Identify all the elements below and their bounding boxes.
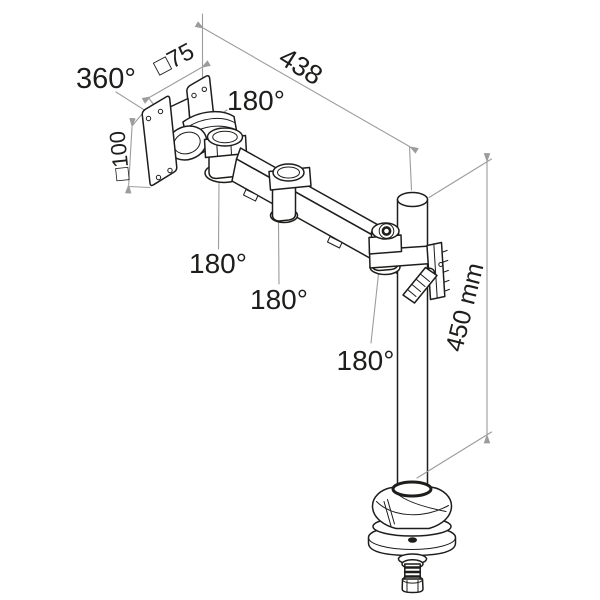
vesa-hole <box>201 86 208 93</box>
leader-180-pole <box>370 273 380 344</box>
dimension-overlay <box>416 431 493 479</box>
clamp-bracket-edge <box>433 243 438 299</box>
extension-line-450-top <box>428 158 493 199</box>
leader-180-arm <box>277 220 280 285</box>
extension-line-438-pole <box>408 145 413 191</box>
dimension-line-438 <box>194 21 419 154</box>
clamp-cap <box>371 222 400 240</box>
grommet-base <box>367 480 457 594</box>
pole-base-collar <box>391 480 433 498</box>
dome-swoosh <box>376 501 449 516</box>
bracket-teeth <box>442 249 450 292</box>
pole-body <box>396 198 429 487</box>
bolt-nut-facets <box>406 580 419 592</box>
label-swivel-head: 180° <box>227 85 285 116</box>
elbow-joint <box>268 163 312 224</box>
leader-180-elbow <box>217 182 220 250</box>
base-bolt-head <box>408 537 417 543</box>
vesa-hole <box>157 108 164 115</box>
vesa-hole <box>191 92 197 99</box>
monitor-arm-drawing <box>141 75 457 594</box>
label-swivel-elbow: 180° <box>189 248 247 279</box>
label-arm-reach: 438 <box>274 42 328 91</box>
vesa-hole <box>167 167 173 174</box>
extension-line-vesa100-bottom <box>127 185 151 189</box>
label-swivel-arm: 180° <box>250 284 308 315</box>
shoulder-cap-inner <box>212 130 238 144</box>
label-pole-height: 450 mm <box>440 260 489 354</box>
pole-clamp <box>368 222 450 304</box>
dome-seam <box>383 499 395 527</box>
vesa-plate-front <box>141 95 178 187</box>
label-head-rotation: 360° <box>76 63 136 95</box>
extension-line-vesa100-top <box>131 113 143 127</box>
bracket-hole <box>438 262 444 267</box>
vesa-hole <box>145 115 152 122</box>
elbow-body <box>271 181 297 222</box>
elbow-cap-inner <box>277 166 300 179</box>
clamp-lever <box>402 266 438 304</box>
dimension-line-vesa100 <box>124 117 136 194</box>
label-swivel-pole: 180° <box>337 345 395 376</box>
cable-clip <box>243 189 259 202</box>
pole-cap <box>396 191 429 208</box>
bolt-nut-top <box>402 575 423 584</box>
extension-line-450-bottom <box>416 431 493 479</box>
base-dome <box>371 486 453 530</box>
clamp-cap-bolt <box>381 226 392 236</box>
clamp-cap-ring <box>378 223 395 239</box>
lever-ribs <box>407 274 430 297</box>
pole <box>396 191 429 487</box>
vesa-hole <box>155 174 162 181</box>
label-vesa-height: □100 <box>104 130 134 182</box>
cable-clip <box>327 236 343 249</box>
label-vesa-width: □75 <box>150 38 199 81</box>
leader-360 <box>115 91 147 112</box>
dimension-line-vesa75 <box>141 60 211 104</box>
bolt-nut <box>401 578 424 594</box>
